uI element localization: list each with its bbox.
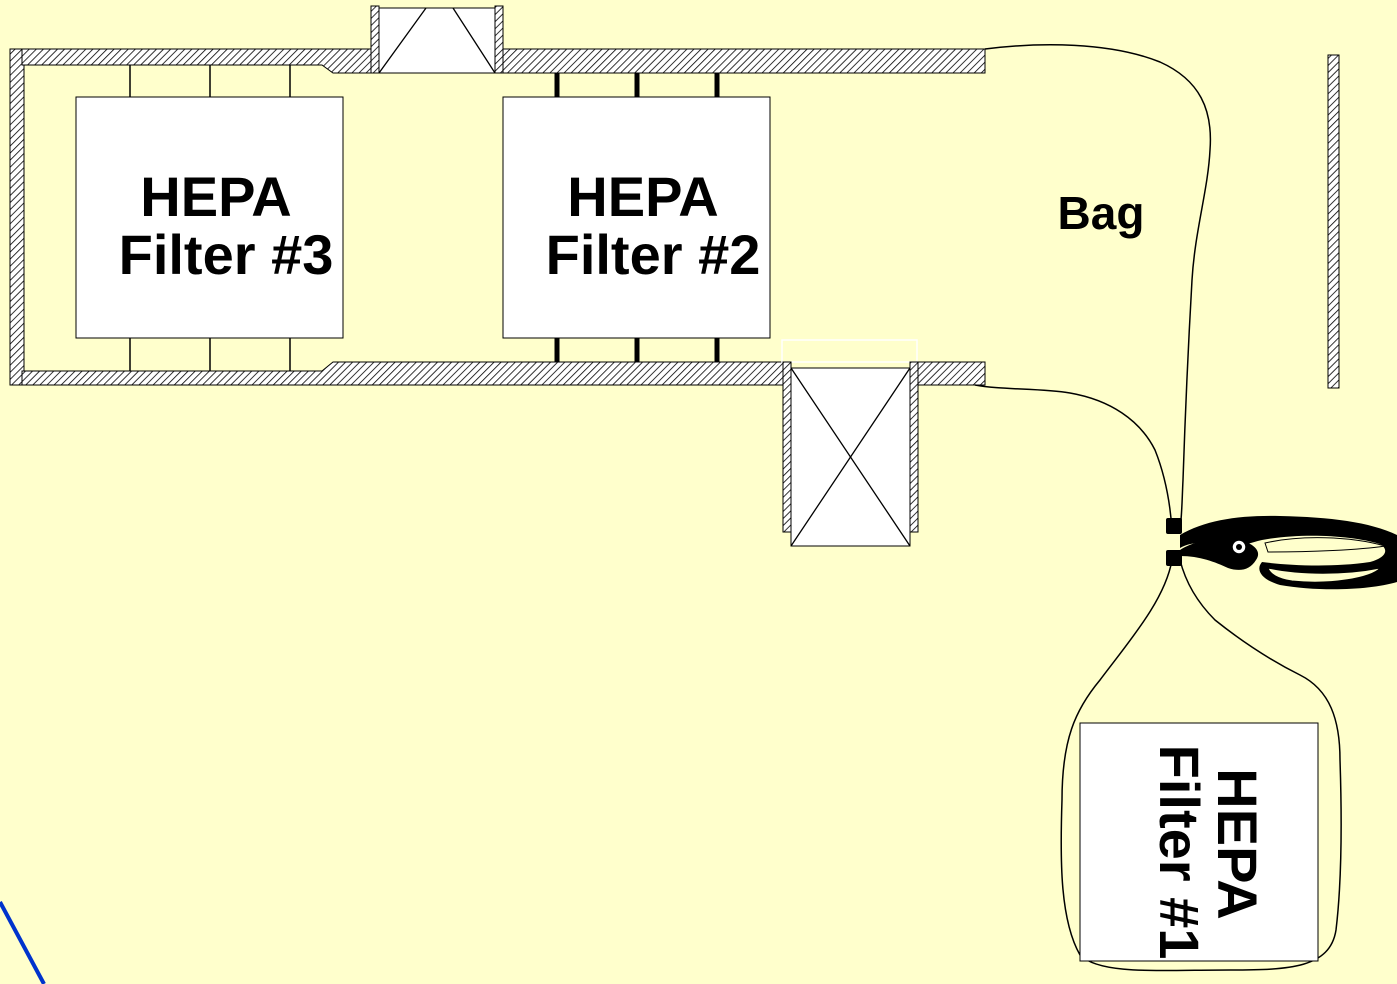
filter2-label-line1: HEPA xyxy=(567,165,718,228)
housing-top-wall-right xyxy=(501,48,986,74)
hepa-filter-2: HEPA Filter #2 xyxy=(502,96,771,339)
bottom-valve xyxy=(781,339,919,547)
filter2-mounts xyxy=(554,73,720,362)
filter1-label-line1: HEPA xyxy=(1206,768,1269,919)
top-valve xyxy=(370,5,504,74)
bag-outline-lower xyxy=(974,384,1173,531)
filter3-label-line1: HEPA xyxy=(140,165,291,228)
bag-label: Bag xyxy=(1058,187,1145,239)
housing-left-wall xyxy=(9,48,25,386)
hepa-filter-3: HEPA Filter #3 xyxy=(75,96,344,339)
bag-clamp-blocks xyxy=(1166,518,1182,566)
hepa-filter-1: HEPA Filter #1 xyxy=(1079,722,1319,962)
filter3-label-line2: Filter #3 xyxy=(119,223,334,286)
bag-outline xyxy=(984,44,1212,531)
filter1-label-line2: Filter #1 xyxy=(1148,745,1211,960)
right-hatched-bar xyxy=(1327,54,1340,389)
housing-bottom-wall-left xyxy=(21,361,785,386)
housing-top-wall-left xyxy=(21,48,373,74)
filter1-bag-outline xyxy=(1060,559,1342,972)
filter3-mounts xyxy=(129,65,291,371)
blue-accent-line xyxy=(0,901,46,984)
housing-bottom-wall-right xyxy=(914,361,986,386)
pliers-clamp-icon xyxy=(1180,515,1397,590)
filter2-label-line2: Filter #2 xyxy=(546,223,761,286)
